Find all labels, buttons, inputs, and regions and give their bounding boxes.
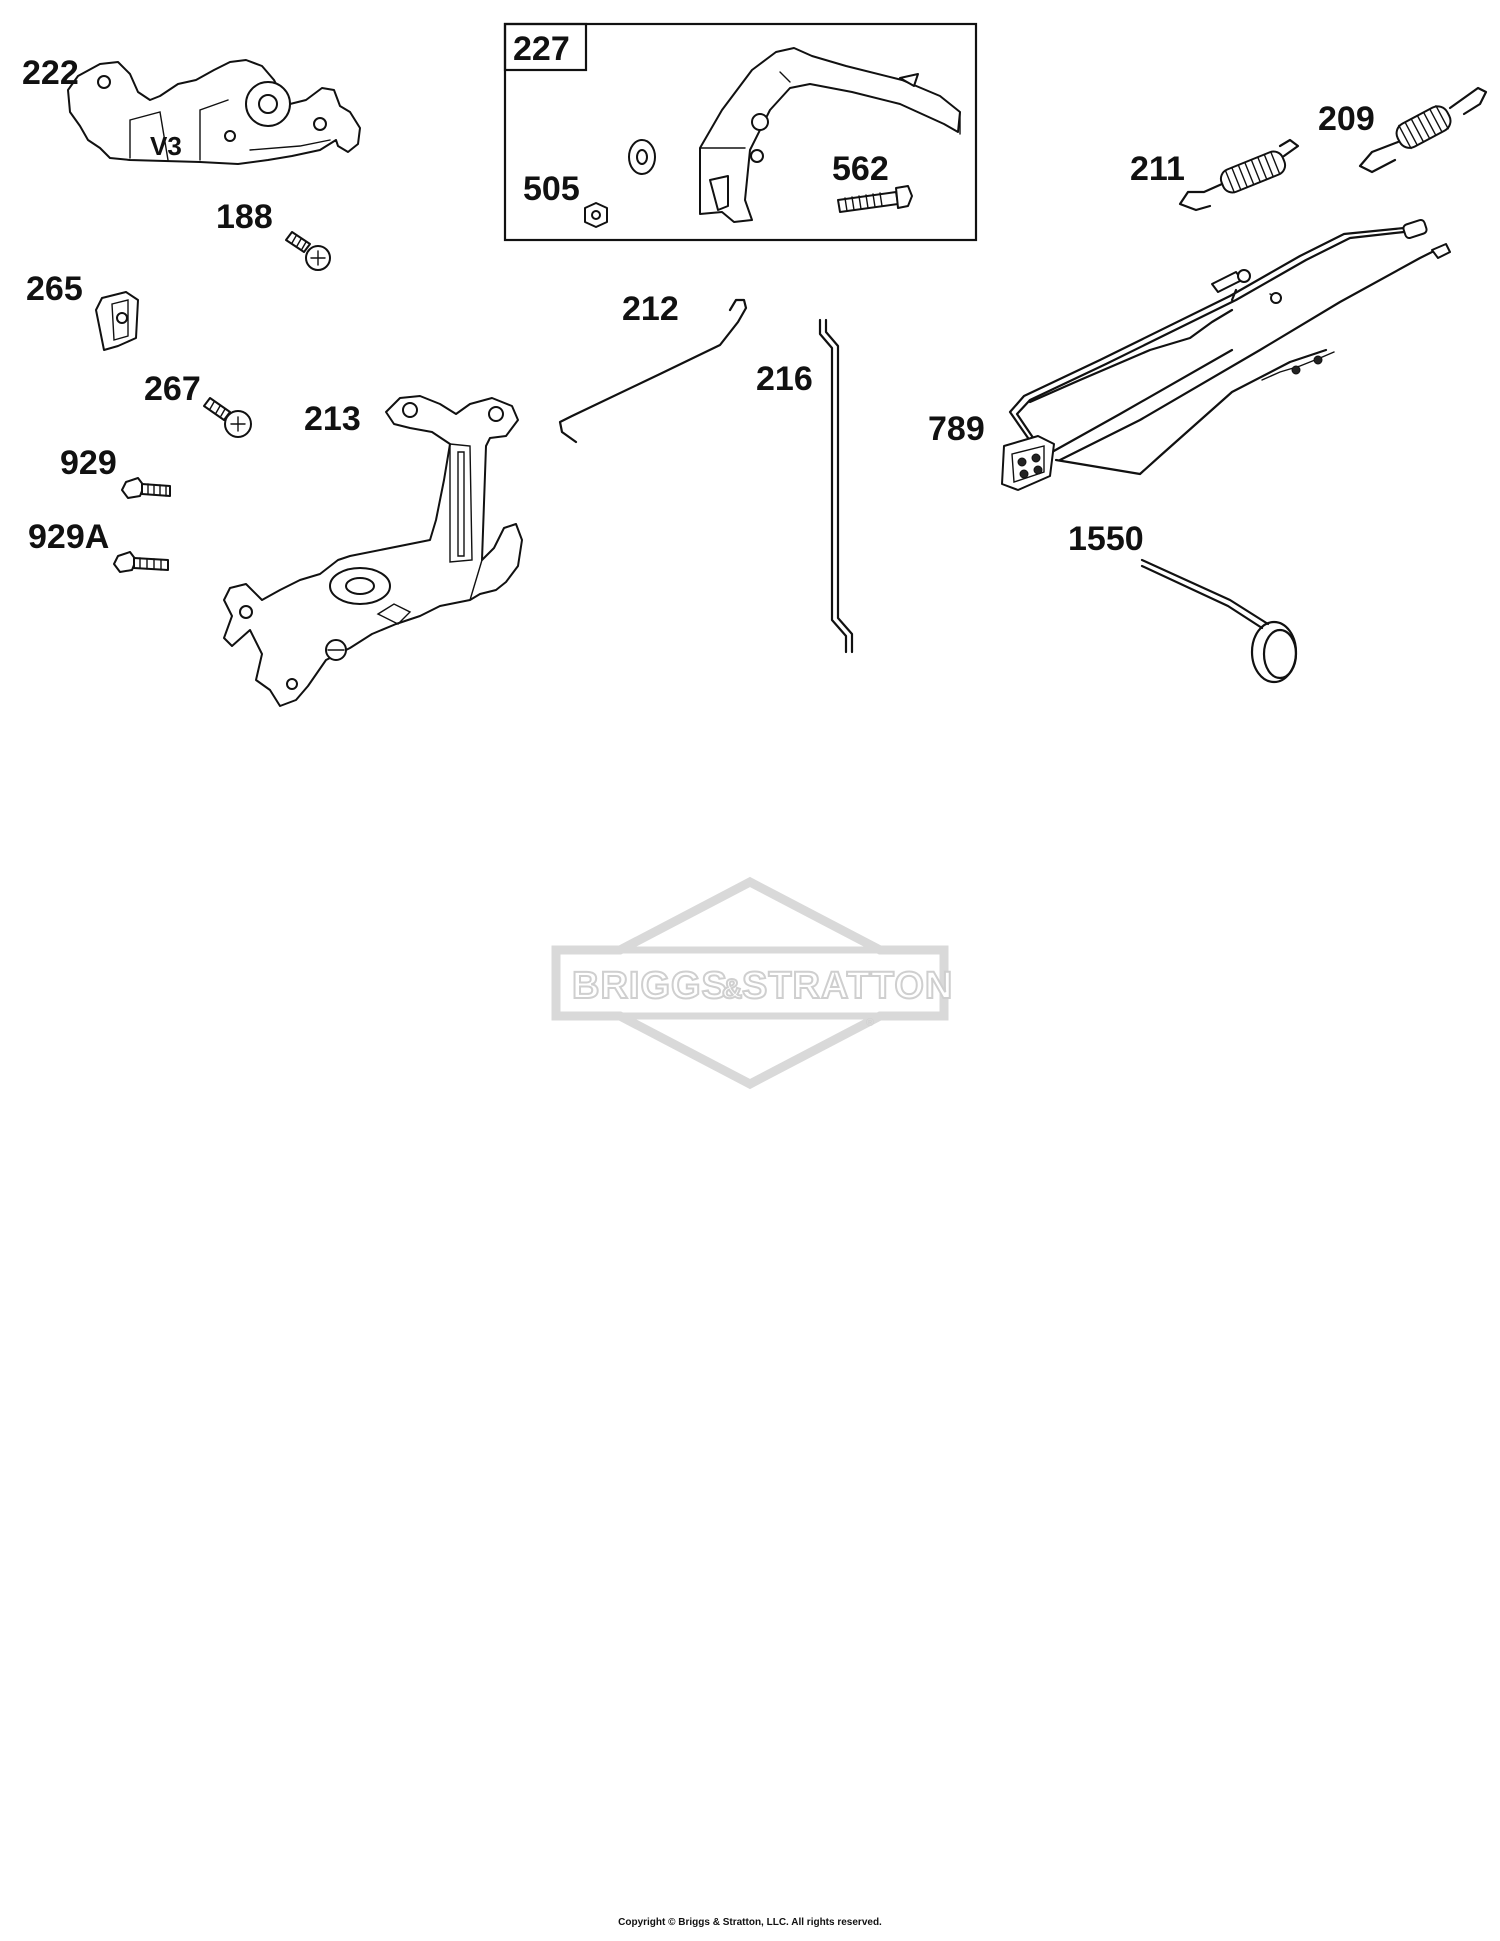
label-188: 188 bbox=[216, 198, 273, 236]
label-227: 227 bbox=[513, 30, 570, 68]
brand-watermark-logo: BRIGGS & STRATTON ® bbox=[551, 876, 953, 1090]
label-929: 929 bbox=[60, 444, 117, 482]
part-marking-v3: V3 bbox=[150, 131, 182, 161]
part-209-spring bbox=[1358, 86, 1488, 174]
label-213: 213 bbox=[304, 400, 361, 438]
label-216: 216 bbox=[756, 360, 813, 398]
part-212-link-wire bbox=[558, 298, 748, 444]
label-267: 267 bbox=[144, 370, 201, 408]
part-216-rod bbox=[818, 318, 854, 654]
label-789: 789 bbox=[928, 410, 985, 448]
label-929a: 929A bbox=[28, 518, 109, 556]
label-212: 212 bbox=[622, 290, 679, 328]
part-929a-screw bbox=[113, 551, 169, 573]
part-1550-wire bbox=[1140, 558, 1298, 684]
label-222: 222 bbox=[22, 54, 79, 92]
part-222-control-bracket: V3 bbox=[67, 59, 361, 165]
label-209: 209 bbox=[1318, 100, 1375, 138]
part-929-screw bbox=[121, 477, 171, 499]
watermark-brand-left: BRIGGS bbox=[572, 965, 728, 1007]
label-505: 505 bbox=[523, 170, 580, 208]
part-267-screw bbox=[203, 397, 252, 438]
part-789-wire-harness bbox=[1001, 218, 1451, 491]
part-211-spring bbox=[1178, 138, 1300, 212]
label-1550: 1550 bbox=[1068, 520, 1144, 558]
label-265: 265 bbox=[26, 270, 83, 308]
watermark-ampersand: & bbox=[722, 973, 743, 1004]
part-188-screw bbox=[285, 231, 331, 271]
label-562: 562 bbox=[832, 150, 889, 188]
watermark-registered-mark: ® bbox=[866, 1017, 874, 1029]
watermark-brand-right: STRATTON bbox=[742, 965, 953, 1007]
label-211: 211 bbox=[1130, 150, 1185, 188]
part-213-governor-bracket bbox=[223, 395, 523, 707]
part-227-kit-box bbox=[503, 22, 978, 242]
copyright-notice: Copyright © Briggs & Stratton, LLC. All … bbox=[618, 1917, 882, 1928]
part-265-clip bbox=[95, 291, 139, 351]
